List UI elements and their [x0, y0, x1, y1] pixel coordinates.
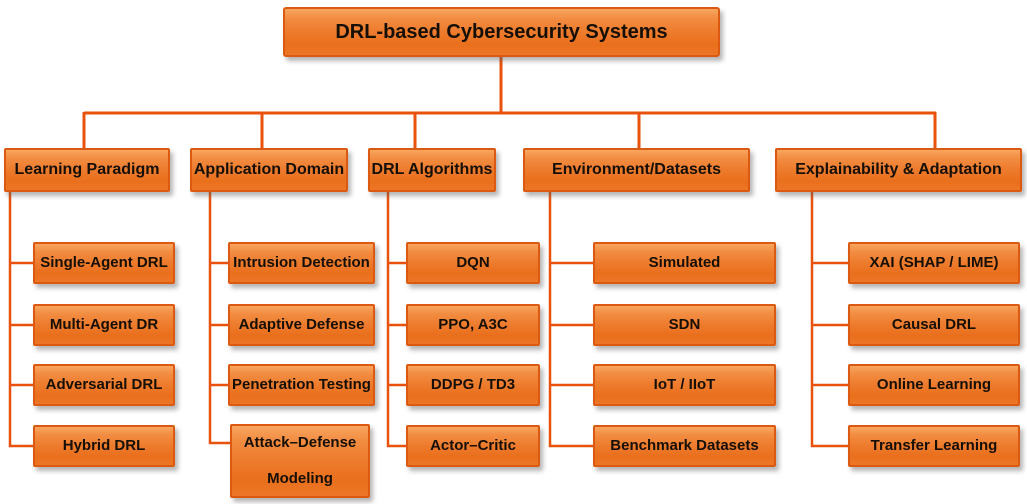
leaf-attack-defense-modeling: Attack–Defense Modeling: [230, 424, 370, 498]
branch-header-drl-algorithms: DRL Algorithms: [368, 148, 496, 192]
leaf-sdn: SDN: [593, 304, 776, 346]
leaf-ddpg-td3: DDPG / TD3: [406, 364, 540, 406]
leaf-hybrid-drl: Hybrid DRL: [33, 425, 175, 467]
leaf-intrusion-detection: Intrusion Detection: [228, 242, 375, 284]
leaf-benchmark-datasets: Benchmark Datasets: [593, 425, 776, 467]
leaf-simulated: Simulated: [593, 242, 776, 284]
branch-header-environment-datasets: Environment/Datasets: [523, 148, 750, 192]
root-node-title: DRL-based Cybersecurity Systems: [283, 7, 720, 57]
leaf-single-agent-drl: Single-Agent DRL: [33, 242, 175, 284]
leaf-adversarial-drl: Adversarial DRL: [33, 364, 175, 406]
leaf-ppo-a3c: PPO, A3C: [406, 304, 540, 346]
leaf-multi-agent-dr: Multi-Agent DR: [33, 304, 175, 346]
leaf-causal-drl: Causal DRL: [848, 304, 1020, 346]
leaf-online-learning: Online Learning: [848, 364, 1020, 406]
leaf-penetration-testing: Penetration Testing: [228, 364, 375, 406]
leaf-adaptive-defense: Adaptive Defense: [228, 304, 375, 346]
branch-header-learning-paradigm: Learning Paradigm: [4, 148, 170, 192]
leaf-xai-shap-lime: XAI (SHAP / LIME): [848, 242, 1020, 284]
leaf-transfer-learning: Transfer Learning: [848, 425, 1020, 467]
branch-header-explainability-adaptation: Explainability & Adaptation: [775, 148, 1022, 192]
leaf-dqn: DQN: [406, 242, 540, 284]
branch-header-application-domain: Application Domain: [190, 148, 348, 192]
leaf-actor-critic: Actor–Critic: [406, 425, 540, 467]
leaf-iot-iiot: IoT / IIoT: [593, 364, 776, 406]
